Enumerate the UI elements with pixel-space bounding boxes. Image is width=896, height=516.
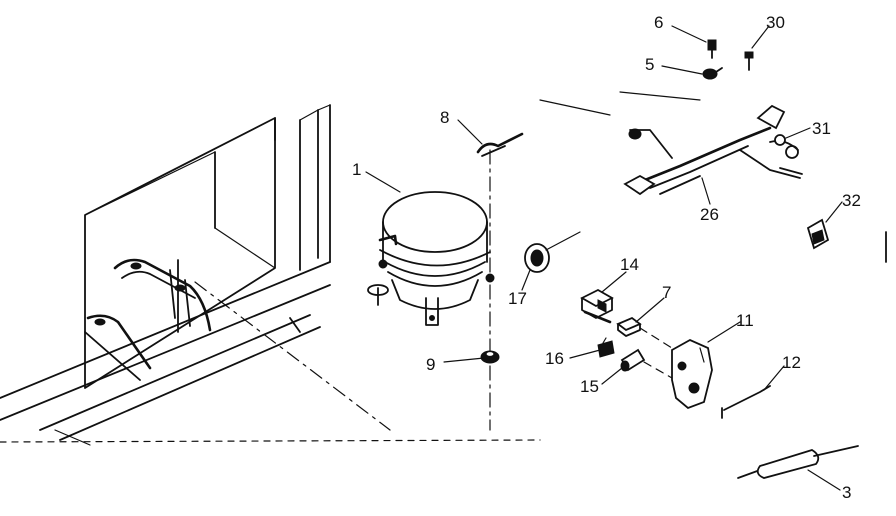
label-3: 3	[842, 483, 851, 502]
label-14: 14	[620, 255, 639, 274]
plug-icon	[806, 218, 830, 250]
label-5: 5	[645, 55, 654, 74]
label-32: 32	[842, 191, 861, 210]
label-16: 16	[545, 349, 564, 368]
label-8: 8	[440, 108, 449, 127]
compressor-icon	[367, 191, 495, 326]
label-30: 30	[766, 13, 785, 32]
label-1: 1	[352, 160, 361, 179]
cabinet-icon	[0, 104, 541, 446]
callout-labels: 6 30 5 8 31 1 26 32 14 17 7 11 9 16 12 1…	[352, 13, 861, 502]
label-15: 15	[580, 377, 599, 396]
grommet-icon	[480, 350, 500, 364]
terminal-icon	[597, 337, 615, 358]
label-17: 17	[508, 289, 527, 308]
clip-bracket-icon	[476, 132, 524, 157]
label-9: 9	[426, 355, 435, 374]
connector-icon	[774, 134, 786, 146]
overload-icon	[580, 288, 614, 324]
relay-icon	[671, 338, 713, 410]
screw-icon	[744, 51, 754, 71]
label-11: 11	[736, 311, 754, 330]
leader-lines	[365, 25, 843, 491]
drier-filter-icon	[737, 445, 859, 479]
label-26: 26	[700, 205, 719, 224]
label-12: 12	[782, 353, 801, 372]
screw-icon	[707, 39, 717, 59]
label-31: 31	[812, 119, 831, 138]
thermostat-icon	[524, 231, 581, 273]
label-6: 6	[654, 13, 663, 32]
wire-harness-icon	[539, 91, 803, 196]
capacitor-icon	[620, 348, 646, 372]
clip-wire-icon	[721, 385, 771, 419]
label-7: 7	[662, 283, 671, 302]
clip-icon	[702, 67, 723, 80]
